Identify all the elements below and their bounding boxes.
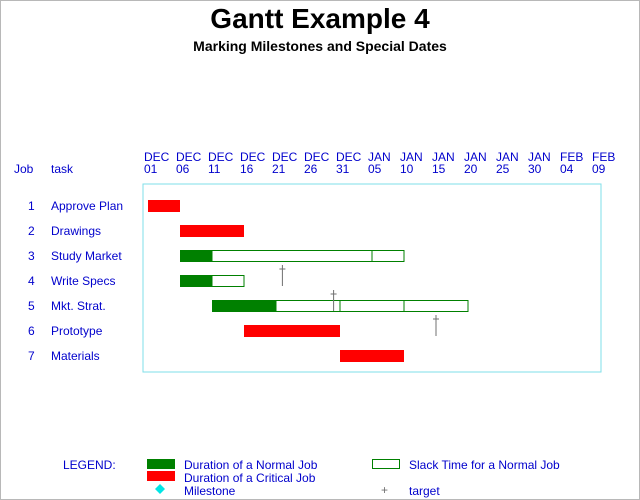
job-number-5: 5	[28, 299, 35, 313]
legend-swatch-critical	[147, 471, 175, 481]
tick-label-day-2: 11	[208, 162, 221, 176]
tick-label-month-13: FEB	[560, 150, 583, 164]
legend-text-normal: Duration of a Normal Job	[184, 458, 318, 472]
job-task-1: Approve Plan	[51, 199, 123, 213]
tick-label-day-7: 05	[368, 162, 382, 176]
legend-text-critical: Duration of a Critical Job	[184, 471, 316, 485]
tick-label-month-5: DEC	[304, 150, 330, 164]
job-number-4: 4	[28, 274, 35, 288]
chart-title: Gantt Example 4	[210, 3, 430, 34]
tick-label-month-1: DEC	[176, 150, 202, 164]
tick-label-day-1: 06	[176, 162, 190, 176]
tick-label-month-6: DEC	[336, 150, 362, 164]
legend-text-slack: Slack Time for a Normal Job	[409, 458, 560, 472]
bar-normal-job3-0	[180, 250, 212, 262]
job-task-2: Drawings	[51, 224, 101, 238]
tick-label-month-10: JAN	[464, 150, 487, 164]
tick-label-day-12: 30	[528, 162, 542, 176]
legend-target-symbol: +	[381, 483, 388, 497]
job-task-6: Prototype	[51, 324, 103, 338]
job-task-5: Mkt. Strat.	[51, 299, 106, 313]
tick-label-month-11: JAN	[496, 150, 519, 164]
tick-label-day-4: 21	[272, 162, 286, 176]
tick-label-month-7: JAN	[368, 150, 391, 164]
legend-label: LEGEND:	[63, 458, 116, 472]
tick-label-month-14: FEB	[592, 150, 615, 164]
legend-text-milestone: Milestone	[184, 484, 236, 498]
legend-swatch-normal	[147, 459, 175, 469]
bar-slack-job3-2	[371, 250, 405, 262]
column-header-job: Job	[14, 162, 34, 176]
tick-label-month-0: DEC	[144, 150, 170, 164]
job-number-3: 3	[28, 249, 35, 263]
legend-milestone-icon	[155, 484, 165, 494]
job-task-7: Materials	[51, 349, 100, 363]
tick-label-month-9: JAN	[432, 150, 455, 164]
tick-label-month-12: JAN	[528, 150, 551, 164]
bar-critical-job7-0	[340, 350, 404, 362]
tick-label-day-13: 04	[560, 162, 574, 176]
tick-label-day-9: 15	[432, 162, 446, 176]
plot-frame	[142, 183, 602, 373]
tick-label-month-2: DEC	[208, 150, 234, 164]
bar-normal-job4-0	[180, 275, 212, 287]
bar-slack-job3-1	[211, 250, 373, 262]
bar-normal-job5-0	[212, 300, 276, 312]
legend-text-target: target	[409, 484, 440, 498]
legend-swatch-slack	[372, 459, 400, 469]
job-number-7: 7	[28, 349, 35, 363]
tick-label-day-0: 01	[144, 162, 158, 176]
bar-slack-job5-2	[339, 300, 405, 312]
tick-label-day-8: 10	[400, 162, 414, 176]
tick-label-day-3: 16	[240, 162, 254, 176]
tick-label-day-11: 25	[496, 162, 510, 176]
job-number-6: 6	[28, 324, 35, 338]
job-number-1: 1	[28, 199, 35, 213]
job-task-3: Study Market	[51, 249, 122, 263]
chart-subtitle: Marking Milestones and Special Dates	[193, 38, 447, 54]
tick-label-day-5: 26	[304, 162, 318, 176]
bar-slack-job5-3	[403, 300, 469, 312]
job-task-4: Write Specs	[51, 274, 115, 288]
tick-label-day-6: 31	[336, 162, 350, 176]
tick-label-month-4: DEC	[272, 150, 298, 164]
bar-critical-job2-0	[180, 225, 244, 237]
tick-label-month-8: JAN	[400, 150, 423, 164]
bar-slack-job5-1	[275, 300, 341, 312]
tick-label-month-3: DEC	[240, 150, 266, 164]
bar-critical-job6-0	[244, 325, 340, 337]
job-number-2: 2	[28, 224, 35, 238]
column-header-task: task	[51, 162, 74, 176]
tick-label-day-14: 09	[592, 162, 606, 176]
tick-label-day-10: 20	[464, 162, 478, 176]
bar-critical-job1-0	[148, 200, 180, 212]
bar-slack-job4-1	[211, 275, 245, 287]
